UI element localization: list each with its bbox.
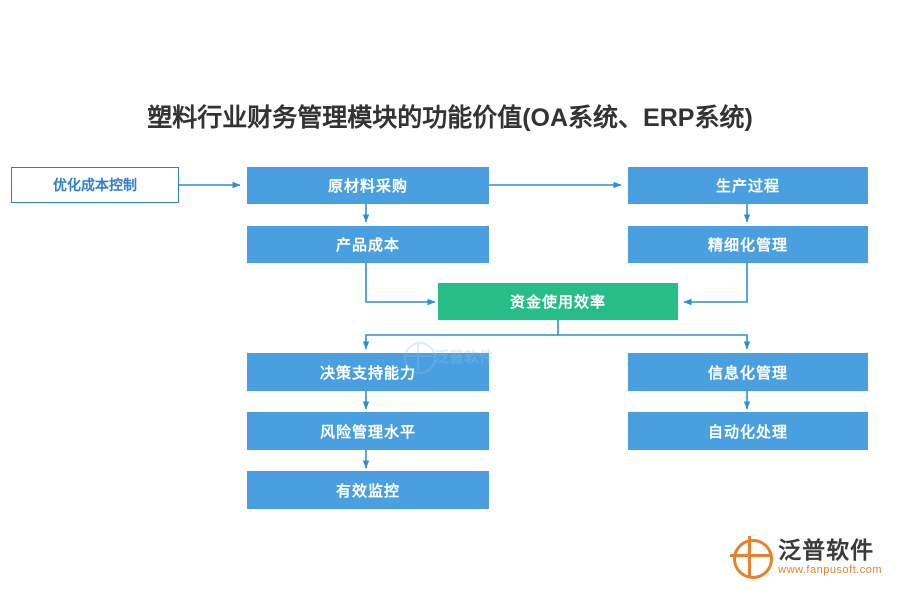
node-automation[interactable]: 自动化处理 <box>628 412 868 450</box>
node-product-cost[interactable]: 产品成本 <box>247 226 489 263</box>
node-production[interactable]: 生产过程 <box>628 167 868 204</box>
brand-name-cn: 泛普软件 <box>778 536 875 563</box>
node-automation-label: 自动化处理 <box>707 423 788 441</box>
node-refined-management[interactable]: 精细化管理 <box>628 226 868 263</box>
node-production-label: 生产过程 <box>715 178 780 195</box>
node-cost-control[interactable]: 优化成本控制 <box>11 167 179 203</box>
node-fund-efficiency-label: 资金使用效率 <box>509 294 606 311</box>
node-risk-management-label: 风险管理水平 <box>319 423 416 441</box>
brand-url: www.fanpusoft.com <box>778 563 882 576</box>
node-risk-management[interactable]: 风险管理水平 <box>247 412 489 450</box>
node-raw-material[interactable]: 原材料采购 <box>247 167 489 204</box>
node-fund-efficiency[interactable]: 资金使用效率 <box>438 283 678 320</box>
node-decision-support-label: 决策支持能力 <box>319 364 416 382</box>
page-title: 塑料行业财务管理模块的功能价值(OA系统、ERP系统) <box>147 104 753 132</box>
node-info-management[interactable]: 信息化管理 <box>628 353 868 391</box>
node-monitoring-label: 有效监控 <box>335 482 400 500</box>
node-decision-support[interactable]: 决策支持能力 <box>247 353 489 391</box>
node-monitoring[interactable]: 有效监控 <box>247 471 489 509</box>
node-info-management-label: 信息化管理 <box>707 364 788 382</box>
globe-icon <box>730 536 774 579</box>
brand-logo: 泛普软件 www.fanpusoft.com <box>730 534 882 580</box>
node-cost-control-label: 优化成本控制 <box>53 177 137 193</box>
node-raw-material-label: 原材料采购 <box>327 178 408 195</box>
node-product-cost-label: 产品成本 <box>335 237 400 254</box>
node-refined-management-label: 精细化管理 <box>707 237 788 254</box>
